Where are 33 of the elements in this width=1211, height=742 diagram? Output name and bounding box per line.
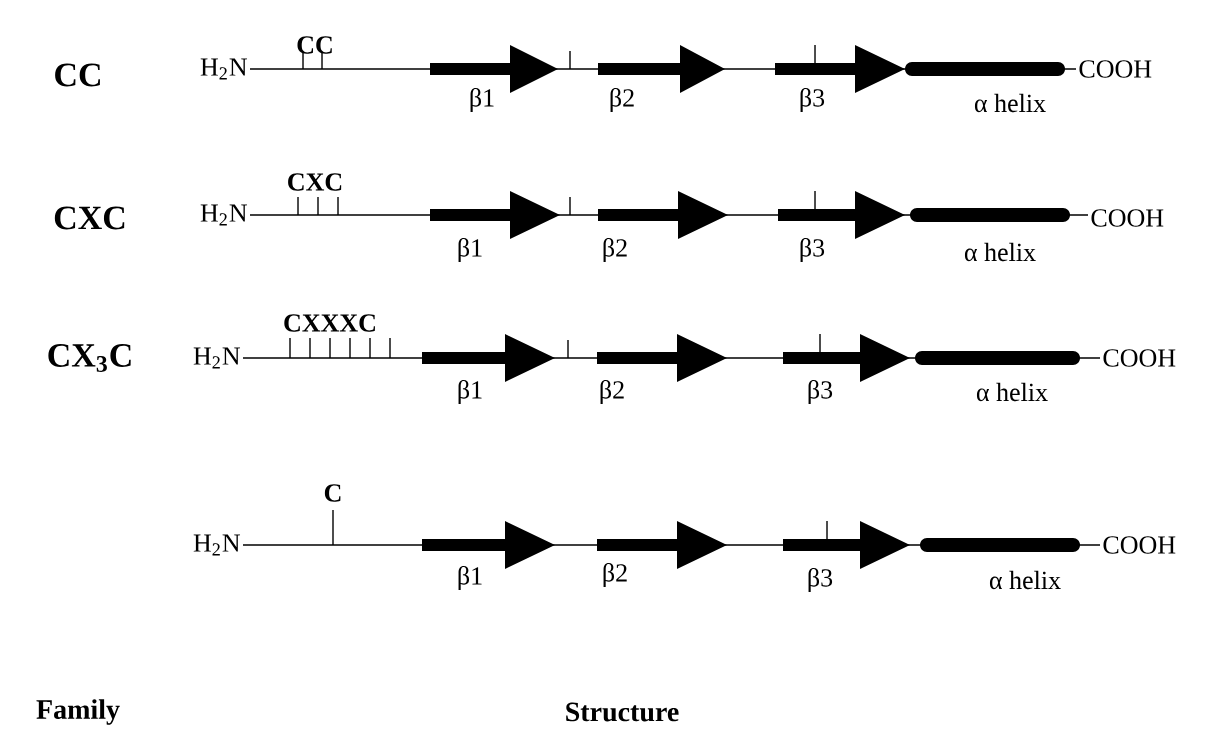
strand-label: β1 (458, 566, 482, 590)
terminus-label: H$_{2}$N (193, 347, 240, 369)
terminus-label: H$_{2}$N (200, 204, 247, 226)
strand-label: β1 (458, 238, 482, 262)
strand-label: β2 (610, 88, 634, 112)
column-heading: Family (36, 699, 120, 725)
family-label: CX$_{3}$C (48, 344, 131, 372)
strand-label: β3 (800, 238, 825, 262)
helix-label: α helix (989, 570, 1061, 590)
terminus-label: COOH (1091, 209, 1164, 227)
residue-label: C (324, 484, 341, 502)
terminus-label: H$_{2}$N (200, 58, 247, 80)
residue-label: CXXXC (284, 314, 375, 332)
strand-label: β3 (808, 380, 833, 404)
residue-label: CC (297, 36, 332, 54)
strand-label: β2 (603, 238, 627, 262)
strand-label: β3 (808, 568, 833, 592)
terminus-label: COOH (1103, 536, 1176, 554)
helix-label: α helix (976, 382, 1048, 402)
strand-label: β2 (603, 563, 627, 587)
terminus-label: COOH (1079, 60, 1152, 78)
strand-label: β2 (600, 380, 624, 404)
helix-label: α helix (964, 242, 1036, 262)
terminus-label: COOH (1103, 349, 1176, 367)
family-label: CXC (54, 206, 125, 230)
helix-label: α helix (974, 93, 1046, 113)
strand-label: β1 (458, 380, 482, 404)
column-heading: Structure (566, 702, 679, 722)
family-label: CC (55, 63, 100, 87)
strand-label: β3 (800, 88, 825, 112)
residue-label: CXC (288, 173, 342, 191)
terminus-label: H$_{2}$N (193, 534, 240, 556)
strand-label: β1 (470, 88, 494, 112)
